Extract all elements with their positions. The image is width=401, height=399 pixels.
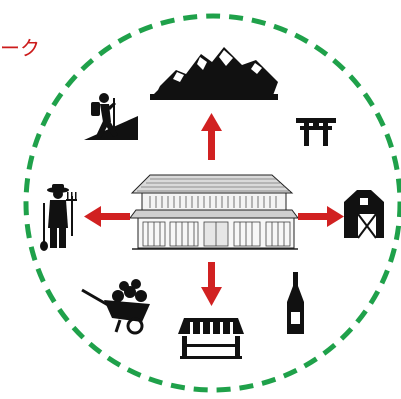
- barn-icon: [344, 190, 384, 239]
- partial-title-text: ーク: [0, 36, 40, 60]
- sake-bottle-icon: [287, 272, 304, 334]
- arrow-left: [84, 206, 130, 227]
- farmer-icon: [40, 184, 77, 251]
- wheelbarrow-icon: [81, 279, 150, 335]
- mountain-icon: [150, 47, 278, 100]
- dashed-circle-border: [23, 13, 401, 393]
- hiker-icon: [84, 93, 138, 140]
- arrow-right: [298, 206, 344, 227]
- traditional-house-illustration: [129, 174, 299, 250]
- shop-awning-icon: [178, 318, 244, 359]
- arrow-up: [201, 113, 222, 160]
- arrow-down: [201, 262, 222, 306]
- torii-gate-icon: [296, 118, 336, 146]
